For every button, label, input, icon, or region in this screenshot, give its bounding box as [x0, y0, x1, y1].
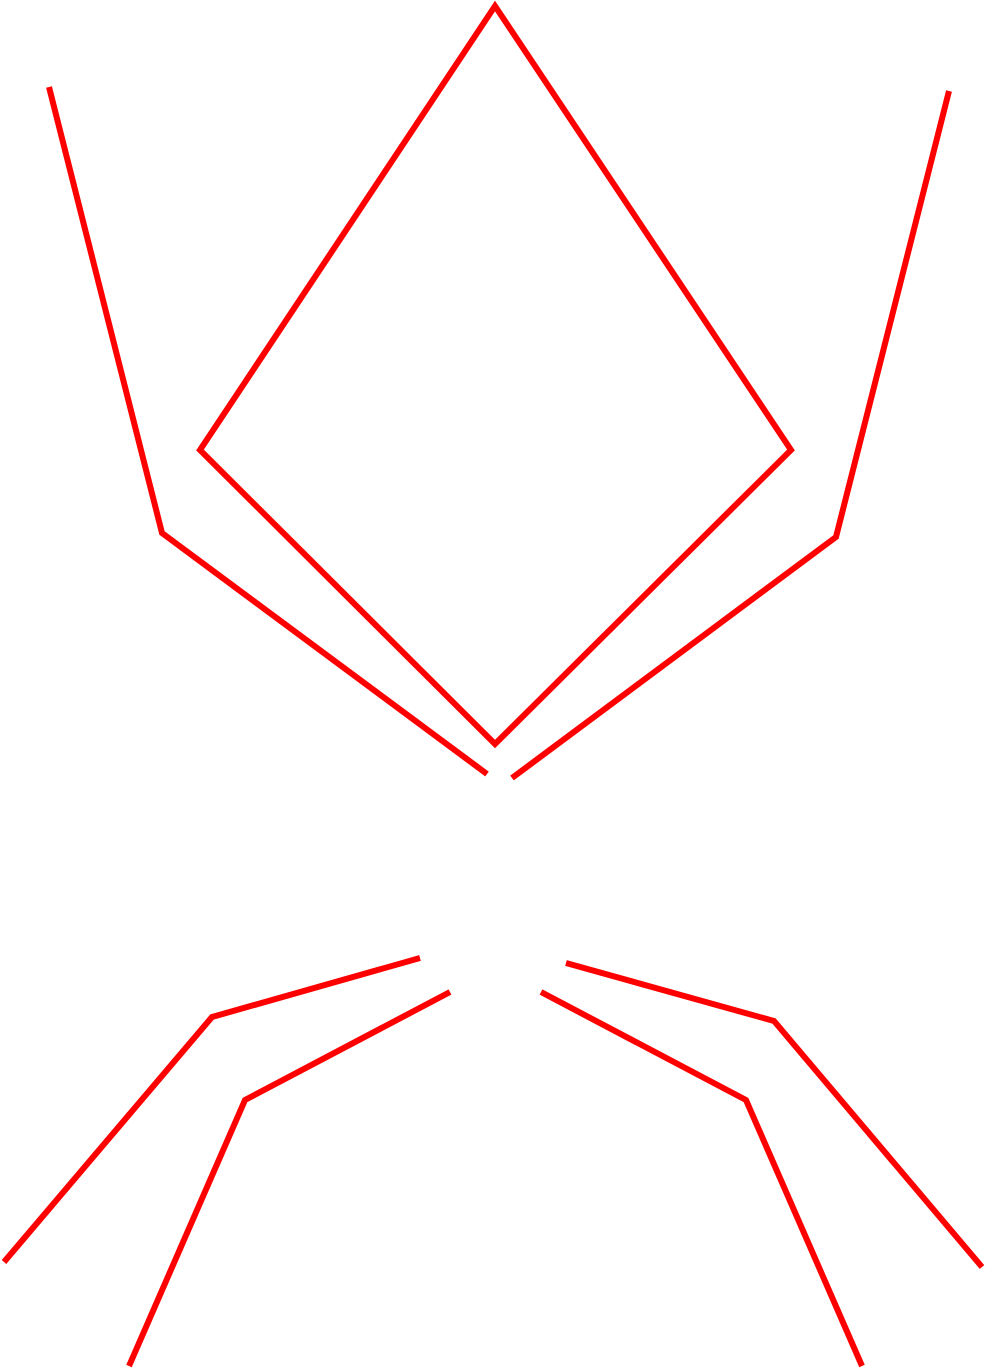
lower-right-inner-leg-line — [539, 989, 865, 1368]
lower-left-outer-leg-line — [1, 955, 421, 1264]
upper-right-arm-line — [510, 90, 952, 781]
lower-right-outer-leg-line — [565, 960, 985, 1269]
diamond-outline — [196, 0, 795, 749]
upper-left-arm-line — [46, 86, 489, 777]
lower-left-inner-leg-line — [126, 989, 452, 1368]
